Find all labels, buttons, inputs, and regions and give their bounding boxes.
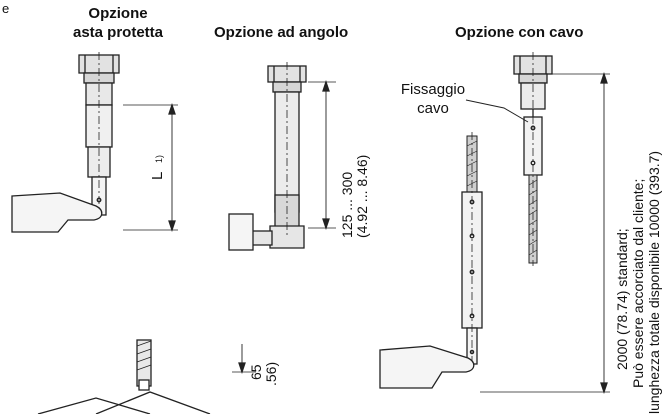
header-shielded-line1: Opzione — [88, 5, 148, 22]
header-shielded-rod: Opzione asta protetta — [58, 4, 178, 42]
length-symbol-l: L — [149, 171, 166, 180]
cable-dim-line3: lunghezza totale disponibile 10000 (393.… — [646, 150, 662, 414]
header-angled: Opzione ad angolo — [214, 24, 349, 41]
shielded-length-dimension — [123, 102, 178, 233]
cable-dim-line1: 2000 (78.74) standard; — [614, 228, 630, 370]
angled-dim-mm: 125 ... 300 — [339, 171, 355, 238]
cable-fixing-label: Fissaggio cavo — [395, 80, 471, 118]
footnote-mark: 1) — [154, 154, 164, 163]
angled-hand-graphic — [228, 213, 254, 251]
angled-dim-in: (4.92 ... 8.46) — [354, 154, 370, 238]
shielded-rod-probe — [78, 52, 120, 218]
shielded-hand-graphic — [11, 192, 103, 233]
header-cable: Opzione con cavo — [455, 24, 584, 41]
cable-weight-assembly — [461, 132, 483, 366]
cable-fixing-leader — [465, 99, 529, 123]
cable-hand-graphic — [379, 345, 475, 389]
cable-length-dimension — [480, 71, 610, 395]
angled-probe — [250, 62, 307, 249]
header-shielded-line2: asta protetta — [72, 24, 164, 41]
corner-text: e — [2, 1, 10, 16]
bottom-dim-1: 65 — [248, 364, 264, 380]
bottom-detail-probe — [37, 339, 211, 414]
angled-length-dimension — [308, 79, 336, 231]
cable-dim-line2: Può essere accorciato dal cliente; — [630, 178, 646, 388]
cable-fixing-line1: Fissaggio — [400, 81, 466, 98]
cable-fixing-line2: cavo — [417, 100, 449, 117]
cable-probe-head — [513, 52, 553, 266]
bottom-dim-2: .56) — [263, 361, 279, 386]
bottom-detail-dimension — [232, 344, 256, 375]
